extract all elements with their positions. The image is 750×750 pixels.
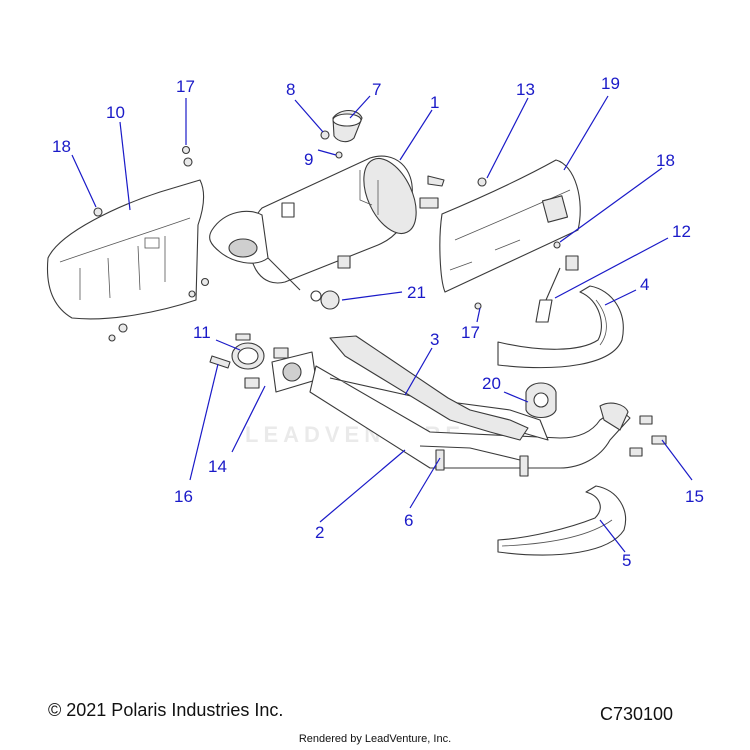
head-pipe-shield-part-4 (497, 285, 624, 369)
callout-16: 16 (174, 487, 193, 506)
callout-4: 4 (640, 275, 649, 294)
callout-8: 8 (286, 80, 295, 99)
callout-17-right: 17 (461, 323, 480, 342)
washer-part-9 (335, 151, 343, 159)
callout-9: 9 (304, 150, 313, 169)
rendered-by-text: Rendered by LeadVenture, Inc. (298, 733, 452, 745)
bolt-part-8 (320, 130, 330, 140)
gasket-plate-part-3 (329, 335, 529, 441)
flange-gasket-part-20 (525, 382, 557, 419)
heat-shield-right (439, 159, 581, 310)
leader-lines (71, 95, 693, 553)
heat-shield-left (46, 145, 210, 342)
band-clamps-part-6 (435, 449, 529, 477)
bolts-part-16 (209, 333, 251, 369)
callout-2: 2 (315, 523, 324, 542)
callout-14: 14 (208, 457, 227, 476)
diagram-code: C730100 (600, 704, 674, 724)
callout-5: 5 (622, 551, 631, 570)
springs-part-14 (244, 347, 289, 389)
copyright-text: © 2021 Polaris Industries Inc. (48, 700, 284, 720)
callout-17-left: 17 (176, 77, 195, 96)
muffler (209, 155, 445, 291)
callout-labels: 1 2 3 4 5 6 7 8 9 10 11 12 13 14 15 16 1… (52, 74, 704, 570)
callout-12: 12 (672, 222, 691, 241)
oxygen-sensor-part-12 (535, 255, 579, 323)
callout-7: 7 (372, 80, 381, 99)
callout-19: 19 (601, 74, 620, 93)
clamp-part-11 (231, 342, 265, 370)
grommet-part-21 (310, 290, 340, 310)
isolator-part-7 (332, 109, 363, 143)
callout-3: 3 (430, 330, 439, 349)
bolts-part-15 (629, 415, 667, 457)
callout-6: 6 (404, 511, 413, 530)
callout-21: 21 (407, 283, 426, 302)
pipe-shield-part-5 (497, 485, 626, 556)
callout-10: 10 (106, 103, 125, 122)
callout-18-left: 18 (52, 137, 71, 156)
callout-13: 13 (516, 80, 535, 99)
callout-1: 1 (430, 93, 439, 112)
callout-11: 11 (193, 323, 211, 342)
callout-20: 20 (482, 374, 501, 393)
callout-15: 15 (685, 487, 704, 506)
callout-18-right: 18 (656, 151, 675, 170)
